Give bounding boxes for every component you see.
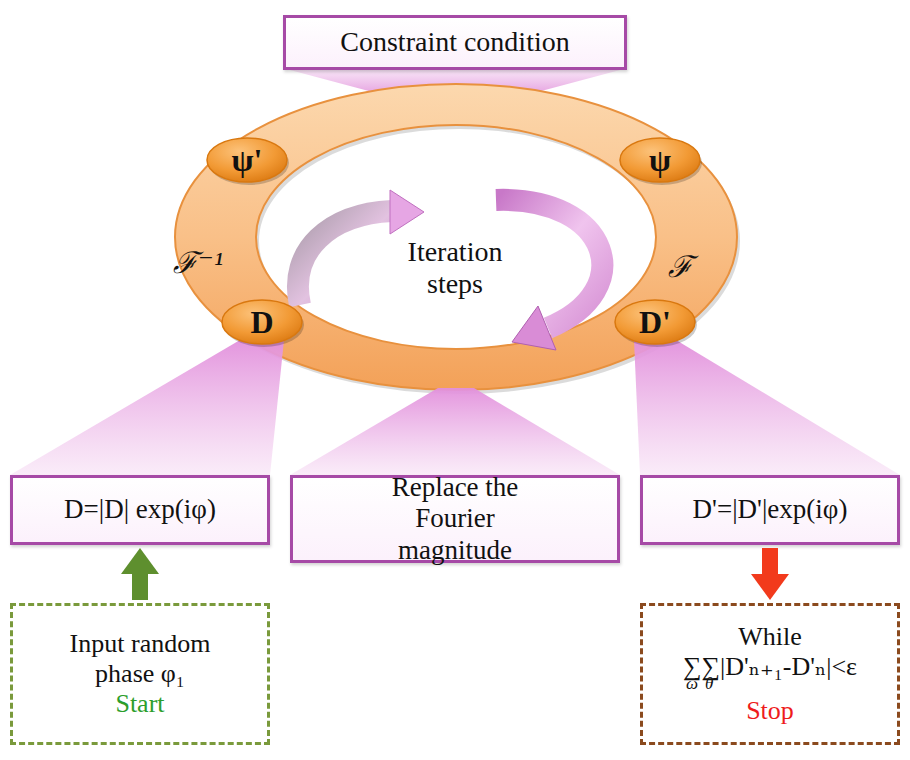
callout-wedge (634, 340, 900, 475)
state-oval: D (220, 298, 304, 346)
state-symbol: ψ' (232, 142, 263, 179)
loop-word: While (738, 622, 802, 652)
cycle-arrow (298, 211, 392, 305)
transform-label: ℱ (655, 250, 705, 285)
start-word: Start (115, 689, 164, 719)
start-text: Input random phase φ₁ (40, 629, 240, 689)
state-oval: ψ' (205, 136, 289, 184)
oval-shape (620, 138, 700, 182)
start-box: Input random phase φ₁Start (10, 603, 270, 745)
oval-shape (222, 300, 302, 344)
sum-index: ω (686, 674, 698, 694)
cycle-arrowhead (512, 306, 556, 350)
formula-text: D'=|D'|exp(iφ) (693, 494, 848, 525)
stop-arrow (762, 548, 778, 574)
stop-box: While∑∑|D'ₙ₊₁-D'ₙ|<εωθStop (640, 603, 900, 745)
state-symbol: ψ (649, 142, 671, 179)
process-box: Replace the Fourier magnitude (290, 475, 620, 563)
cycle-label: Iteration steps (395, 236, 515, 300)
callout-wedge (290, 388, 620, 475)
cycle-arrow (496, 200, 602, 328)
state-oval: ψ (618, 136, 702, 184)
state-symbol: D' (639, 304, 671, 341)
constraint-box: Constraint condition (283, 15, 627, 70)
oval-shape (207, 138, 287, 182)
stop-word: Stop (746, 696, 794, 726)
process-text: Replace the Fourier magnitude (355, 472, 555, 565)
state-symbol: D (250, 304, 273, 341)
iteration-ring (175, 84, 737, 390)
box-text: Constraint condition (340, 26, 569, 58)
callout-wedge (10, 340, 284, 475)
formula-box: D'=|D'|exp(iφ) (640, 475, 900, 545)
formula-text: D=|D| exp(iφ) (64, 494, 216, 525)
oval-shape (615, 300, 695, 344)
formula-box: D=|D| exp(iφ) (10, 475, 270, 545)
transform-label: ℱ⁻¹ (163, 246, 233, 281)
sum-index: θ (705, 674, 713, 694)
start-arrow (132, 574, 148, 600)
cycle-arrowhead (390, 190, 424, 234)
state-oval: D' (613, 298, 697, 346)
